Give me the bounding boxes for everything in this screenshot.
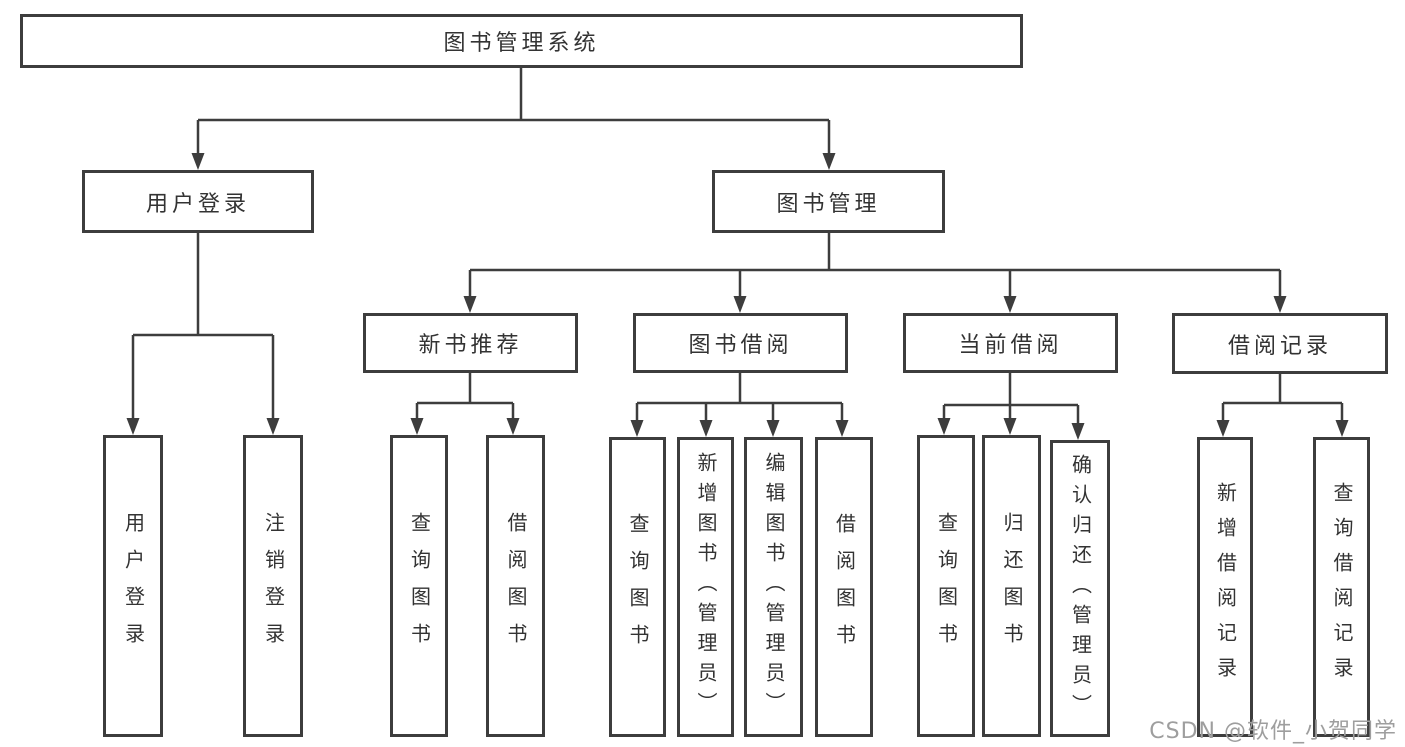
leaf-rec-query-books-label: 查询图书 (407, 512, 432, 660)
leaf-return-books: 归还图书 (982, 435, 1041, 737)
leaf-rec-borrow-books-label: 借阅图书 (504, 512, 528, 660)
leaf-rec-query-books: 查询图书 (390, 435, 448, 737)
node-library-management-system-label: 图书管理系统 (443, 31, 600, 56)
leaf-user-login-label: 用户登录 (121, 512, 146, 660)
leaf-edit-books-admin: 编辑图书（管理员） (744, 437, 803, 737)
node-borrowing-records-label: 借阅记录 (1227, 333, 1332, 359)
leaf-borrow-books-label: 借阅图书 (832, 513, 857, 661)
leaf-user-login: 用户登录 (103, 435, 163, 737)
node-current-borrowing-label: 当前借阅 (958, 333, 1063, 358)
leaf-add-borrow-record-label: 新增借阅记录 (1213, 482, 1238, 692)
node-book-management-label: 图书管理 (776, 191, 881, 217)
leaf-edit-books-admin-label: 编辑图书（管理员） (762, 452, 786, 722)
leaf-borrow-query-books: 查询图书 (609, 437, 666, 737)
leaf-return-books-label: 归还图书 (1000, 512, 1024, 660)
node-book-borrowing-label: 图书借阅 (688, 333, 793, 358)
leaf-borrow-books: 借阅图书 (815, 437, 873, 737)
leaf-confirm-return-admin-label: 确认归还（管理员） (1068, 453, 1093, 724)
node-borrowing-records: 借阅记录 (1172, 313, 1388, 374)
node-new-book-recommend-label: 新书推荐 (418, 333, 523, 358)
leaf-rec-borrow-books: 借阅图书 (486, 435, 545, 737)
node-current-borrowing: 当前借阅 (903, 313, 1118, 373)
csdn-watermark: CSDN @软件_小贺同学 (1149, 719, 1397, 744)
leaf-confirm-return-admin: 确认归还（管理员） (1050, 440, 1110, 737)
leaf-logout: 注销登录 (243, 435, 303, 737)
leaf-query-borrow-record-label: 查询借阅记录 (1330, 482, 1354, 692)
node-user-login: 用户登录 (82, 170, 314, 233)
leaf-add-borrow-record: 新增借阅记录 (1197, 437, 1253, 737)
leaf-borrow-query-books-label: 查询图书 (626, 513, 650, 661)
leaf-current-query-books: 查询图书 (917, 435, 975, 737)
node-book-management: 图书管理 (712, 170, 945, 233)
leaf-add-books-admin: 新增图书（管理员） (677, 437, 734, 737)
leaf-logout-label: 注销登录 (261, 512, 286, 660)
leaf-query-borrow-record: 查询借阅记录 (1313, 437, 1370, 737)
node-book-borrowing: 图书借阅 (633, 313, 848, 373)
node-new-book-recommend: 新书推荐 (363, 313, 578, 373)
node-library-management-system: 图书管理系统 (20, 14, 1023, 68)
leaf-current-query-books-label: 查询图书 (934, 512, 959, 660)
node-user-login-label: 用户登录 (145, 191, 250, 217)
leaf-add-books-admin-label: 新增图书（管理员） (694, 452, 718, 722)
